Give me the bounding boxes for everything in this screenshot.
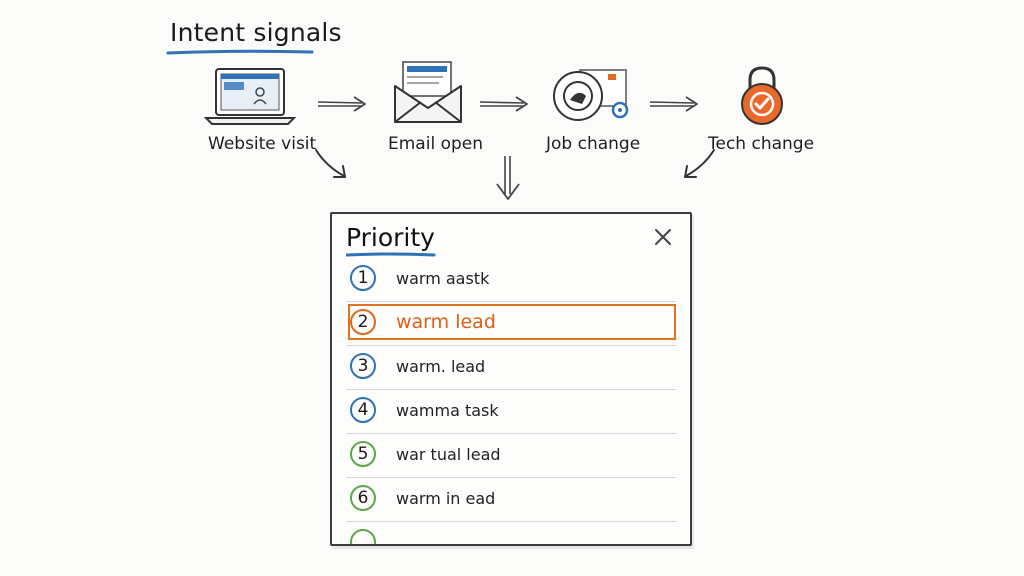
title-underline: [166, 49, 314, 55]
rank-badge: 4: [350, 397, 376, 423]
signal-tech-change: [738, 64, 786, 128]
panel-title-underline: [346, 252, 436, 257]
item-label: warm aastk: [396, 269, 490, 288]
item-label: war tual lead: [396, 445, 501, 464]
diagram-title: Intent signals: [170, 18, 342, 47]
priority-list-item[interactable]: 6 warm in ead: [346, 478, 676, 522]
priority-list-item[interactable]: 1 warm aastk: [346, 258, 676, 302]
selection-highlight: [348, 304, 676, 340]
priority-list-item-selected[interactable]: 2 warm lead: [346, 302, 676, 346]
signal-email-open: [391, 60, 465, 126]
rank-badge: 2: [350, 309, 376, 335]
priority-panel: Priority 1 warm aastk 2 warm lead 3 warm…: [330, 212, 692, 546]
arrow-curved-down-left-icon: [684, 149, 715, 178]
panel-title: Priority: [346, 223, 435, 252]
arrow-right-icon: [649, 96, 698, 112]
rank-badge: [350, 529, 376, 544]
arrow-right-icon: [317, 96, 366, 112]
priority-list: 1 warm aastk 2 warm lead 3 warm. lead 4 …: [346, 258, 676, 544]
signal-website-visit: [203, 66, 297, 130]
priority-list-item[interactable]: 3 warm. lead: [346, 346, 676, 390]
priority-list-item[interactable]: 5 war tual lead: [346, 434, 676, 478]
rank-badge: 1: [350, 265, 376, 291]
rank-badge: 3: [350, 353, 376, 379]
arrow-down-icon: [496, 156, 520, 200]
signal-job-change: [552, 66, 632, 128]
laptop-icon: [203, 68, 297, 125]
item-label: warm in ead: [396, 489, 496, 508]
envelope-icon: [394, 61, 462, 123]
signal-label-website-visit: Website visit: [208, 134, 317, 154]
signal-label-email-open: Email open: [388, 134, 483, 154]
signal-label-job-change: Job change: [546, 134, 641, 154]
profile-badge-icon: [553, 69, 629, 121]
signal-label-tech-change: Tech change: [708, 134, 815, 154]
priority-list-item[interactable]: 4 wamma task: [346, 390, 676, 434]
rank-badge: 6: [350, 485, 376, 511]
arrow-right-icon: [479, 96, 528, 112]
arrow-curved-down-right-icon: [315, 149, 346, 178]
rank-badge: 5: [350, 441, 376, 467]
item-label: wamma task: [396, 401, 499, 420]
item-label: warm. lead: [396, 357, 486, 376]
padlock-check-icon: [741, 66, 783, 125]
close-icon[interactable]: [652, 226, 674, 248]
item-label: warm lead: [396, 311, 496, 333]
priority-list-item-partial: [346, 522, 676, 544]
